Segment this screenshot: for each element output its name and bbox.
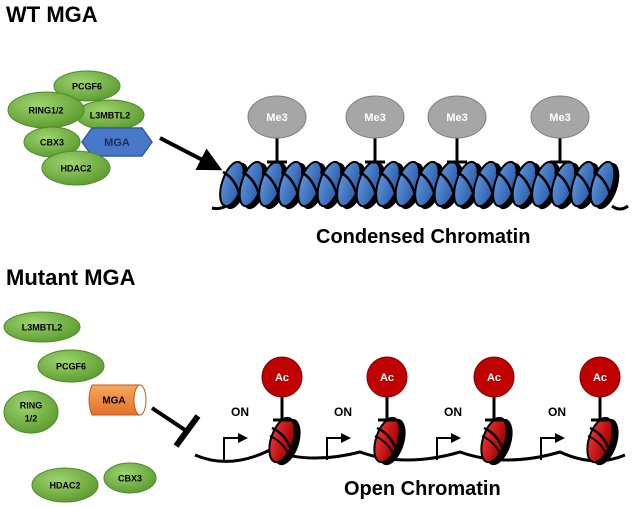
ac-mark: Ac <box>366 356 408 422</box>
open-nucleosome <box>373 416 406 466</box>
condensed-nucleosome <box>589 160 620 210</box>
mut-l3mbtl2-label: L3MBTL2 <box>22 322 63 332</box>
inhibition-symbol <box>150 406 201 448</box>
on-arrow: ON <box>223 405 249 460</box>
mut-pcgf6-label: PCGF6 <box>56 361 86 371</box>
me3-label: Me3 <box>266 112 287 124</box>
wt-mga-title: WT MGA <box>6 2 98 27</box>
wt-pcgf6: PCGF6 <box>53 70 121 102</box>
me3-label: Me3 <box>364 112 385 124</box>
wt-l3mbtl2: L3MBTL2 <box>75 99 145 131</box>
open-nucleosome <box>586 416 619 466</box>
wt-mga-label: MGA <box>104 137 130 149</box>
open-chromatin-label: Open Chromatin <box>344 478 501 500</box>
on-label: ON <box>548 405 566 419</box>
ac-mark: Ac <box>473 356 515 422</box>
on-arrow: ON <box>540 405 566 460</box>
condensed-nucleosome <box>219 160 249 210</box>
mutant-mga-title: Mutant MGA <box>6 265 136 290</box>
mut-cbx3-label: CBX3 <box>118 473 142 483</box>
ac-mark: Ac <box>261 356 303 422</box>
mut-hdac2: HDAC2 <box>31 467 99 503</box>
on-label: ON <box>334 405 352 419</box>
wt-recruit-arrow <box>159 136 223 171</box>
on-arrow: ON <box>326 405 352 460</box>
wt-mga: MGA <box>81 127 153 157</box>
condensed-chromatin-label: Condensed Chromatin <box>316 226 531 248</box>
mut-ring12-label-2: 1/2 <box>25 413 38 423</box>
condensed-chromatin-fiber <box>211 160 629 211</box>
ac-marks: Ac Ac Ac Ac <box>261 356 621 422</box>
me3-mark: Me3 <box>530 95 590 164</box>
wt-cbx3-label: CBX3 <box>40 137 64 147</box>
mut-mga-label: MGA <box>102 396 125 407</box>
ac-mark: Ac <box>579 356 621 422</box>
me3-mark: Me3 <box>247 95 307 164</box>
me3-mark: Me3 <box>345 95 405 164</box>
mut-mga-truncated: MGA <box>88 384 147 416</box>
wt-protein-complex: PCGF6 L3MBTL2 RING1/2 CBX3 MGA HDAC2 <box>7 70 153 186</box>
me3-marks: Me3 Me3 Me3 Me3 <box>247 95 590 164</box>
ac-label: Ac <box>487 372 501 384</box>
mut-ring12: RING 1/2 <box>3 390 59 434</box>
me3-mark: Me3 <box>427 95 487 164</box>
on-label: ON <box>231 405 249 419</box>
ac-label: Ac <box>593 372 607 384</box>
mut-hdac2-label: HDAC2 <box>49 480 80 490</box>
open-nucleosome <box>268 416 301 466</box>
mut-l3mbtl2: L3MBTL2 <box>3 311 81 343</box>
open-nucleosomes <box>268 416 619 466</box>
wt-l3mbtl2-label: L3MBTL2 <box>90 110 131 120</box>
wt-hdac2-label: HDAC2 <box>60 163 91 173</box>
on-label: ON <box>444 405 462 419</box>
wt-pcgf6-label: PCGF6 <box>72 81 102 91</box>
mut-cbx3: CBX3 <box>103 462 157 494</box>
mut-ring12-label-1: RING <box>20 400 43 410</box>
open-chromatin-dna <box>194 448 626 463</box>
on-arrow: ON <box>436 405 462 460</box>
wt-ring12: RING1/2 <box>7 91 85 129</box>
transcription-on-arrows: ON ON ON ON <box>223 405 566 460</box>
ac-label: Ac <box>275 372 289 384</box>
me3-label: Me3 <box>549 112 570 124</box>
condensed-nucleosome <box>472 160 503 210</box>
open-nucleosome <box>480 416 513 466</box>
mut-pcgf6: PCGF6 <box>37 349 105 383</box>
ac-label: Ac <box>380 372 394 384</box>
mutant-proteins: L3MBTL2 PCGF6 RING 1/2 HDAC2 CBX3 MGA <box>3 311 157 503</box>
me3-label: Me3 <box>446 112 467 124</box>
wt-ring12-label: RING1/2 <box>28 105 63 115</box>
condensed-nucleosome <box>492 160 522 210</box>
wt-hdac2: HDAC2 <box>41 150 111 186</box>
condensed-nucleosome <box>550 160 581 210</box>
